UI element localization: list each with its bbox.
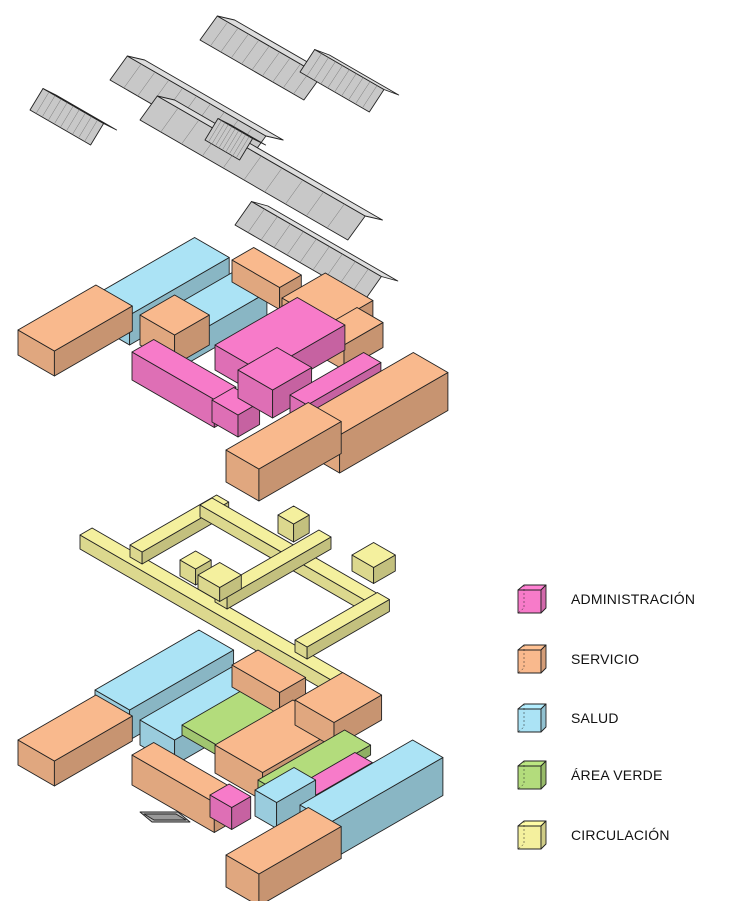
circulation-corridor: [294, 592, 390, 660]
salud-block: [254, 767, 317, 829]
roof-slope: [156, 95, 383, 221]
roof-wing: [234, 201, 399, 301]
administracion-block: [211, 387, 261, 438]
block-top-face: [17, 694, 133, 762]
block-top-face: [277, 505, 310, 525]
block-top-face: [17, 284, 133, 352]
block-top-face: [225, 402, 342, 470]
roof-wing: [29, 88, 118, 146]
block-top-face: [139, 294, 210, 336]
roof-wing: [204, 118, 267, 161]
roof-layer: [29, 15, 400, 301]
servicio-block: [225, 402, 342, 502]
block-top-face: [237, 347, 313, 391]
administracion-block: [237, 347, 313, 419]
stair-step: [143, 813, 187, 821]
block-top-face: [254, 767, 317, 803]
roof-slope: [126, 55, 284, 141]
administracion-block: [209, 783, 252, 830]
roof-wing: [299, 49, 400, 113]
block-top-face: [294, 592, 390, 648]
ground-plan-layer: [17, 629, 444, 901]
servicio-block: [17, 284, 133, 377]
roof-slope: [217, 118, 267, 146]
roof-slope: [314, 49, 400, 96]
block-top-face: [289, 352, 382, 406]
block-top-face: [351, 542, 396, 568]
block-top-face: [294, 672, 383, 723]
block-top-face: [214, 297, 346, 373]
block-top-face: [225, 807, 342, 875]
block-top-face: [94, 629, 235, 711]
stair-symbol: [139, 811, 191, 823]
block-top-face: [197, 562, 242, 588]
block-top-face: [231, 649, 307, 693]
circulation-node: [197, 562, 242, 602]
roof-slope: [251, 201, 399, 282]
servicio-block: [17, 694, 133, 787]
block-top-face: [179, 550, 212, 570]
servicio-block: [225, 807, 342, 901]
circulation-node: [351, 542, 396, 584]
block-top-face: [231, 247, 302, 288]
roof-slope: [42, 88, 118, 131]
programme-layer: [17, 237, 449, 502]
block-top-face: [131, 339, 237, 400]
circulation-node: [277, 505, 310, 543]
block-top-face: [209, 783, 252, 808]
